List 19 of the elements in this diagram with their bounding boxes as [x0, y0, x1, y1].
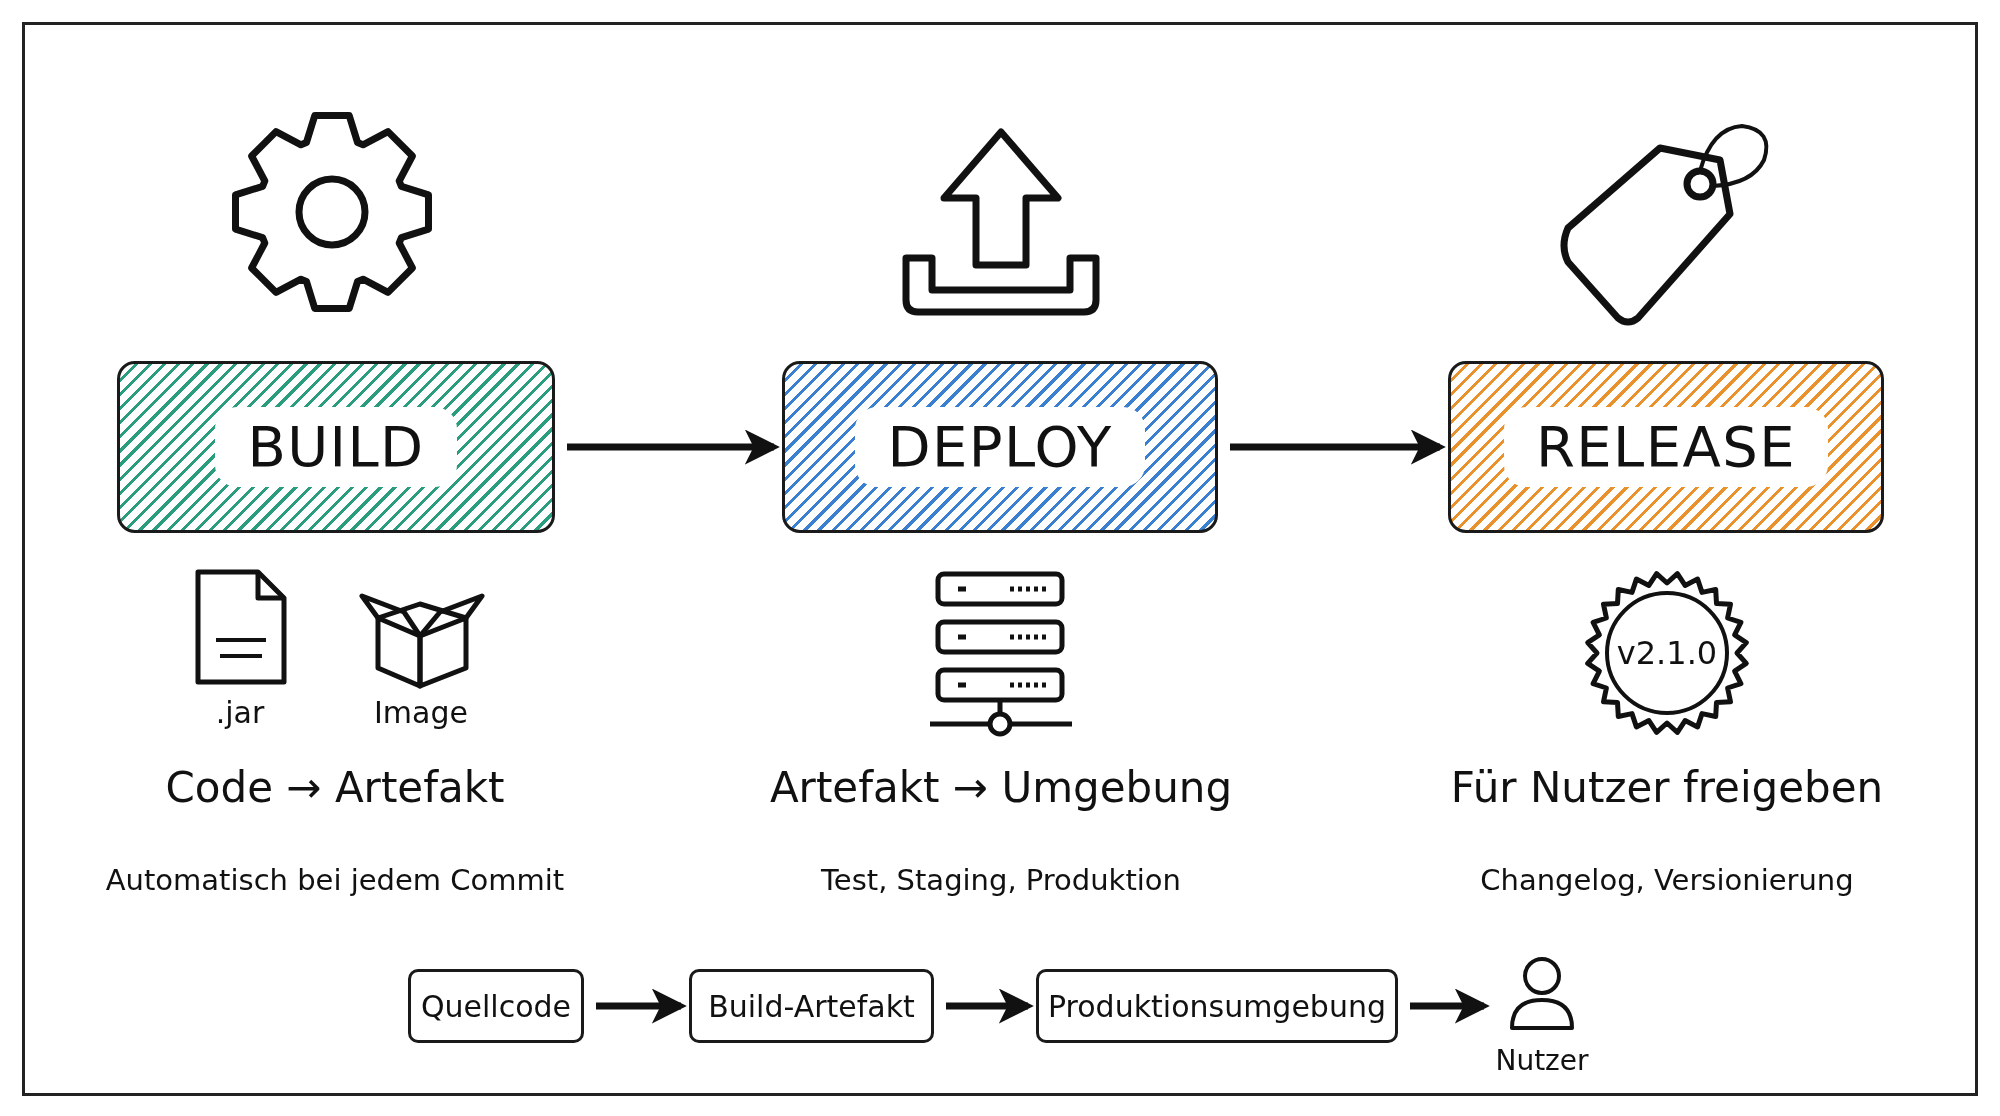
caption-text: Artefakt → Umgebung [769, 762, 1233, 814]
caption-text: Für Nutzer freigeben [1450, 762, 1884, 814]
caption-text: Automatisch bei jedem Commit [105, 862, 565, 899]
caption-text: Changelog, Versionierung [1480, 862, 1854, 899]
caption-text: .jar [215, 694, 265, 732]
flow-box: Produktionsumgebung [1036, 969, 1398, 1043]
stage-title: RELEASE [1504, 407, 1828, 487]
stage-box [1448, 361, 1884, 533]
stage-box [782, 361, 1218, 533]
caption-text: Image [374, 694, 468, 732]
caption-text: Test, Staging, Produktion [821, 862, 1181, 899]
version-text: v2.1.0 [1616, 633, 1718, 673]
stage-title: BUILD [215, 407, 457, 487]
user-label: Nutzer [1495, 1043, 1589, 1079]
stage-title: DEPLOY [855, 407, 1145, 487]
flow-box: Build-Artefakt [689, 969, 934, 1043]
flow-box: Quellcode [408, 969, 584, 1043]
caption-text: Code → Artefakt [165, 762, 505, 814]
stage-box [117, 361, 555, 533]
